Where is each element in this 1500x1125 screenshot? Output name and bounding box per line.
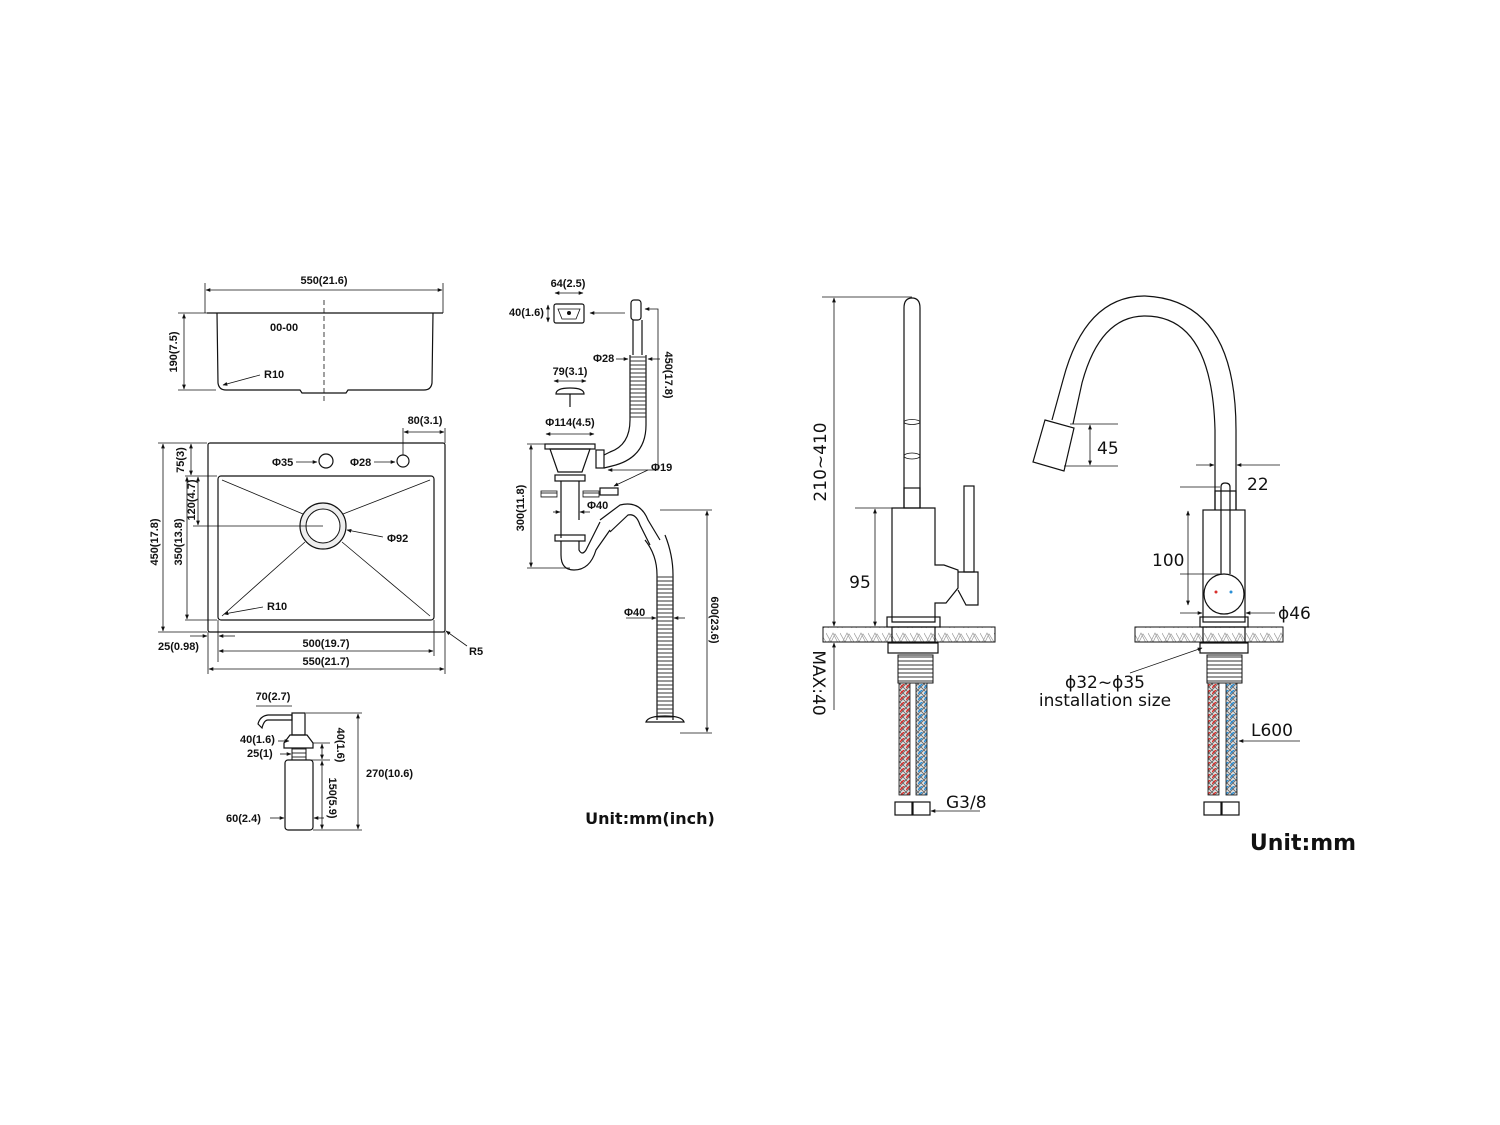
tube-dia-label: 22 bbox=[1247, 475, 1269, 495]
base-dia-label: ϕ46 bbox=[1278, 604, 1311, 624]
cold-hose bbox=[915, 682, 928, 796]
dispenser-body-dia-label: 60(2.4) bbox=[226, 813, 261, 825]
side-margin-label: 25(0.98) bbox=[158, 641, 199, 653]
drain-diameter-label: Φ92 bbox=[387, 533, 408, 545]
sink-depth-total-label: 450(17.8) bbox=[149, 518, 161, 565]
hole-note-label: installation size bbox=[1039, 691, 1171, 711]
sink-side-radius-label: R10 bbox=[264, 369, 284, 381]
faucet-side-view: 210~410 95 MAX:40 G3/8 bbox=[808, 296, 996, 816]
overflow-width-label: 64(2.5) bbox=[551, 278, 586, 290]
dispenser-thread-label: 25(1) bbox=[247, 748, 273, 760]
unit-label-mm: Unit:mm bbox=[1250, 831, 1356, 856]
sink-top-view: Φ35 Φ28 80(3.1) 450(17.8) 350(13.8) 120(… bbox=[149, 415, 483, 674]
faucet-hole-label: Φ35 bbox=[272, 457, 293, 469]
dispenser-collar-label: 40(1.6) bbox=[240, 734, 275, 746]
pipe-dia-label: Φ40 bbox=[587, 500, 608, 512]
inner-width-label: 500(19.7) bbox=[302, 638, 349, 650]
dispenser-spout-label: 70(2.7) bbox=[256, 691, 291, 703]
outer-width-label: 550(21.7) bbox=[302, 656, 349, 668]
soap-dispenser: 70(2.7) 40(1.6) 25(1) 60(2.4) 40(1.6) 15… bbox=[226, 691, 413, 831]
sink-side-height-label: 190(7.5) bbox=[168, 331, 180, 372]
overflow-slot-icon: 00-00 bbox=[270, 322, 298, 334]
hole-size-label: ϕ32~ϕ35 bbox=[1065, 673, 1145, 693]
overflow-height-label: 40(1.6) bbox=[509, 307, 544, 319]
dispenser-hole-label: Φ28 bbox=[350, 457, 371, 469]
connector-label: G3/8 bbox=[946, 793, 987, 813]
basket-dia-label: Φ114(4.5) bbox=[545, 417, 595, 429]
outlet-hose-dia-label: Φ40 bbox=[624, 607, 645, 619]
faucet-front-view: 45 22 100 ϕ46 ϕ32~ϕ35 installation size … bbox=[1032, 295, 1356, 856]
hose-length-label: L600 bbox=[1251, 721, 1293, 741]
drain-depth-label: 300(11.8) bbox=[515, 484, 527, 531]
dispenser-total-label: 270(10.6) bbox=[366, 768, 413, 780]
cold-hose bbox=[1225, 682, 1238, 796]
dispenser-thread-length-label: 40(1.6) bbox=[334, 728, 346, 763]
dispenser-body-length-label: 150(5.9) bbox=[326, 778, 338, 819]
sink-depth-inner-label: 350(13.8) bbox=[173, 518, 185, 565]
overflow-hose-dia-label: Φ28 bbox=[593, 353, 614, 365]
outlet-hose-length-label: 600(23.6) bbox=[708, 596, 720, 643]
inlet-dia-label: Φ19 bbox=[651, 462, 672, 474]
max-thickness-label: MAX:40 bbox=[808, 650, 828, 715]
dispenser-hole bbox=[396, 454, 410, 468]
inner-radius-label: R10 bbox=[267, 601, 287, 613]
drain-kit: 64(2.5) 40(1.6) Φ28 450(17.8) 79(3.1) Φ1… bbox=[509, 278, 720, 828]
hole-offset-label: 80(3.1) bbox=[408, 415, 443, 427]
faucet-height-label: 210~410 bbox=[811, 422, 831, 501]
sink-side-width-label: 550(21.6) bbox=[300, 275, 347, 287]
strainer-label: 79(3.1) bbox=[553, 366, 588, 378]
outer-radius-label: R5 bbox=[469, 646, 483, 658]
top-margin-label: 75(3) bbox=[175, 447, 187, 473]
faucet-hole bbox=[318, 453, 334, 469]
countertop bbox=[1134, 626, 1284, 643]
hot-hose bbox=[1207, 682, 1220, 796]
faucet-body-label: 95 bbox=[849, 573, 871, 593]
sink-side-view: 550(21.6) 00-00 190(7.5) R10 bbox=[168, 275, 444, 402]
drain-offset-label: 120(4.7) bbox=[186, 479, 198, 520]
head-size-label: 45 bbox=[1097, 439, 1119, 459]
hot-hose bbox=[898, 682, 911, 796]
body-height-label: 100 bbox=[1152, 551, 1184, 571]
overflow-hose-length-label: 450(17.8) bbox=[662, 351, 674, 398]
countertop bbox=[822, 626, 996, 643]
unit-label-inch: Unit:mm(inch) bbox=[585, 809, 715, 828]
